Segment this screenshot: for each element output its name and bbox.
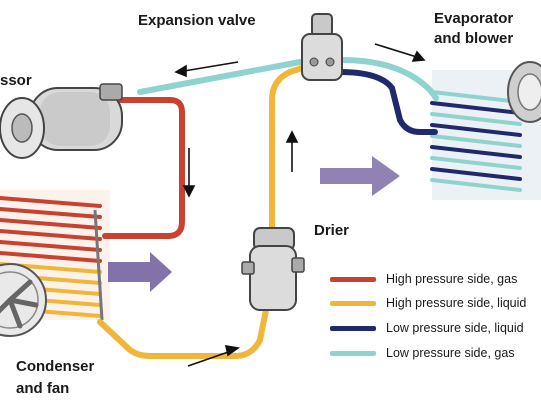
- drier-icon: [241, 227, 305, 311]
- airflow-arrow-evaporator: [320, 156, 400, 196]
- condenser-label-line1: Condenser: [16, 358, 95, 375]
- airflow-arrow-condenser: [108, 252, 172, 292]
- legend-swatch-low-liquid: [330, 326, 376, 331]
- blower-icon: [507, 61, 541, 123]
- legend-item-low-gas: Low pressure side, gas: [386, 346, 515, 360]
- expansion-valve-icon: [301, 13, 343, 81]
- evaporator-label-line2: and blower: [434, 30, 514, 47]
- evaporator-label-line1: Evaporator: [434, 10, 514, 27]
- flow-arrows: [174, 43, 426, 367]
- condenser-label-line2: and fan: [16, 380, 70, 397]
- legend-item-high-liquid: High pressure side, liquid: [386, 296, 527, 310]
- compressor-label: ssor: [0, 72, 32, 89]
- compressor-icon: [0, 83, 123, 159]
- legend-swatch-high-liquid: [330, 301, 376, 306]
- expansion-valve-label: Expansion valve: [138, 12, 256, 29]
- legend-swatch-high-gas: [330, 277, 376, 282]
- legend-item-low-liquid: Low pressure side, liquid: [386, 321, 524, 335]
- fan-icon: [0, 263, 47, 337]
- legend-item-high-gas: High pressure side, gas: [386, 272, 518, 286]
- legend-swatch-low-gas: [330, 351, 376, 356]
- drier-label: Drier: [314, 222, 350, 239]
